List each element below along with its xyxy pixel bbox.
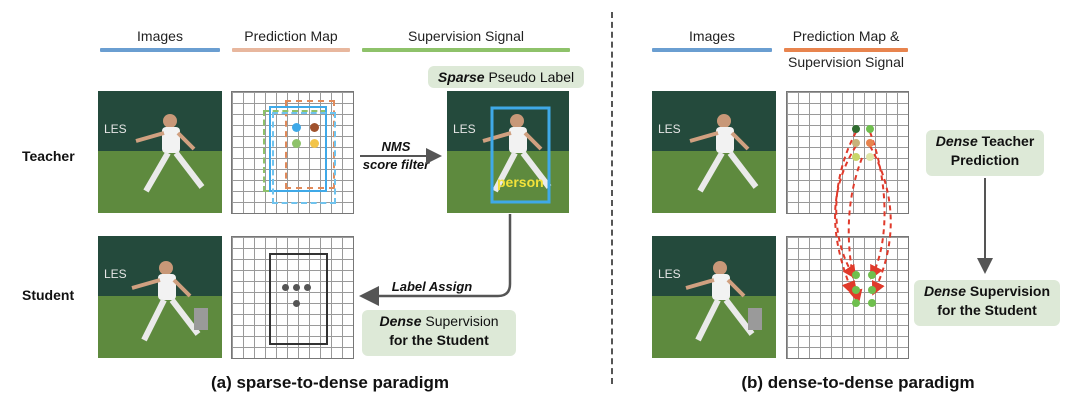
- row-label-teacher: Teacher: [22, 148, 75, 164]
- svg-text:LES: LES: [658, 267, 681, 281]
- dense-emph-left: Dense: [379, 313, 422, 329]
- svg-text:LES: LES: [104, 122, 127, 136]
- dense-curve-5: [847, 157, 863, 304]
- teacher-dense-dot-1: [852, 125, 860, 133]
- person-label: person: [497, 174, 544, 190]
- student-prediction-map: [231, 236, 354, 359]
- teacher-dense-dot-2: [866, 125, 874, 133]
- dense-curve-4: [869, 145, 892, 296]
- teacher-image: LES: [98, 91, 222, 213]
- student-image: LES: [98, 236, 222, 358]
- predicted-box-lightblue: [272, 112, 336, 204]
- dense-supervision-pill-left: Dense Supervision for the Student: [362, 310, 516, 356]
- supervision-image: LES person: [447, 91, 569, 213]
- pred-dot-brown: [310, 123, 319, 132]
- teacher-image-right: LES: [652, 91, 776, 213]
- caption-right: (b) dense-to-dense paradigm: [741, 373, 975, 392]
- teacher-dense-dot-3: [852, 139, 860, 147]
- header-prediction-map-right-bar: [784, 48, 908, 52]
- header-images-left: Images: [137, 28, 183, 44]
- student-dense-dot-6: [868, 299, 876, 307]
- student-dense-dot-2: [868, 271, 876, 279]
- dense-teacher-rest: Teacher: [977, 133, 1035, 149]
- dense-emph-teacher: Dense: [935, 133, 978, 149]
- row-label-student: Student: [22, 287, 75, 303]
- dense-rest-right: Supervision: [966, 283, 1051, 299]
- header-images-right-bar: [652, 48, 772, 52]
- tennis-player-illustration-student: LES: [98, 236, 222, 358]
- student-dense-dot-1: [852, 271, 860, 279]
- dense-rest-left: Supervision: [421, 313, 499, 329]
- teacher-dense-dot-6: [866, 153, 874, 161]
- caption-left: (a) sparse-to-dense paradigm: [210, 373, 450, 392]
- tennis-player-illustration: LES: [98, 91, 222, 213]
- tennis-player-illustration-supervision: LES: [447, 91, 569, 213]
- label-assign-arrow: [359, 214, 512, 306]
- sparse-rest: Pseudo Label: [484, 69, 575, 85]
- svg-text:LES: LES: [104, 267, 127, 281]
- sparse-emph: Sparse: [437, 69, 485, 85]
- pred-dot-green: [292, 139, 301, 148]
- student-assigned-box: [269, 253, 328, 345]
- dense-emph-right: Dense: [923, 283, 966, 299]
- pred-dot-blue: [292, 123, 301, 132]
- student-dot-3: [304, 284, 311, 291]
- teacher-dense-dot-4: [866, 139, 874, 147]
- tennis-player-illustration-student-right: LES: [652, 236, 776, 358]
- student-dot-2: [293, 284, 300, 291]
- panel-divider: [611, 12, 613, 384]
- svg-text:LES: LES: [453, 122, 476, 136]
- student-dot-1: [282, 284, 289, 291]
- student-prediction-map-right: [786, 236, 909, 359]
- student-dense-dot-5: [852, 299, 860, 307]
- predicted-box-blue: [269, 106, 327, 192]
- student-dense-dot-3: [852, 286, 860, 294]
- label-assign-text: Label Assign: [391, 279, 473, 294]
- dense-supervision-pill-right: Dense Supervision for the Student: [914, 280, 1060, 326]
- header-prediction-map-right-line2: Supervision Signal: [788, 54, 904, 70]
- header-prediction-map-left: Prediction Map: [244, 28, 338, 44]
- score-filter-text: score filter: [362, 157, 430, 172]
- student-dot-4: [293, 300, 300, 307]
- dense-teacher-line2: Prediction: [950, 152, 1020, 168]
- header-prediction-map-left-bar: [232, 48, 350, 52]
- dense-curve-2: [869, 131, 886, 280]
- teacher-dense-dot-5: [852, 153, 860, 161]
- student-image-right: LES: [652, 236, 776, 358]
- sparse-pseudo-label-pill: Sparse Pseudo Label: [428, 66, 584, 88]
- nms-score-filter-label: NMS score filter: [356, 138, 436, 174]
- tennis-player-illustration-right: LES: [652, 91, 776, 213]
- svg-text:LES: LES: [658, 122, 681, 136]
- nms-text: NMS: [381, 139, 411, 154]
- header-supervision-signal-bar: [362, 48, 570, 52]
- dense-line2-left: for the Student: [389, 332, 489, 348]
- dense-line2-right: for the Student: [937, 302, 1037, 318]
- dense-teacher-prediction-pill: Dense Teacher Prediction: [926, 130, 1044, 176]
- dense-curve-1: [835, 131, 857, 280]
- header-images-left-bar: [100, 48, 220, 52]
- pred-dot-yellow: [310, 139, 319, 148]
- student-dense-dot-4: [868, 286, 876, 294]
- header-prediction-map-right-line1: Prediction Map &: [792, 28, 900, 44]
- dense-curve-3: [834, 145, 857, 296]
- header-supervision-signal: Supervision Signal: [408, 28, 524, 44]
- header-images-right: Images: [689, 28, 735, 44]
